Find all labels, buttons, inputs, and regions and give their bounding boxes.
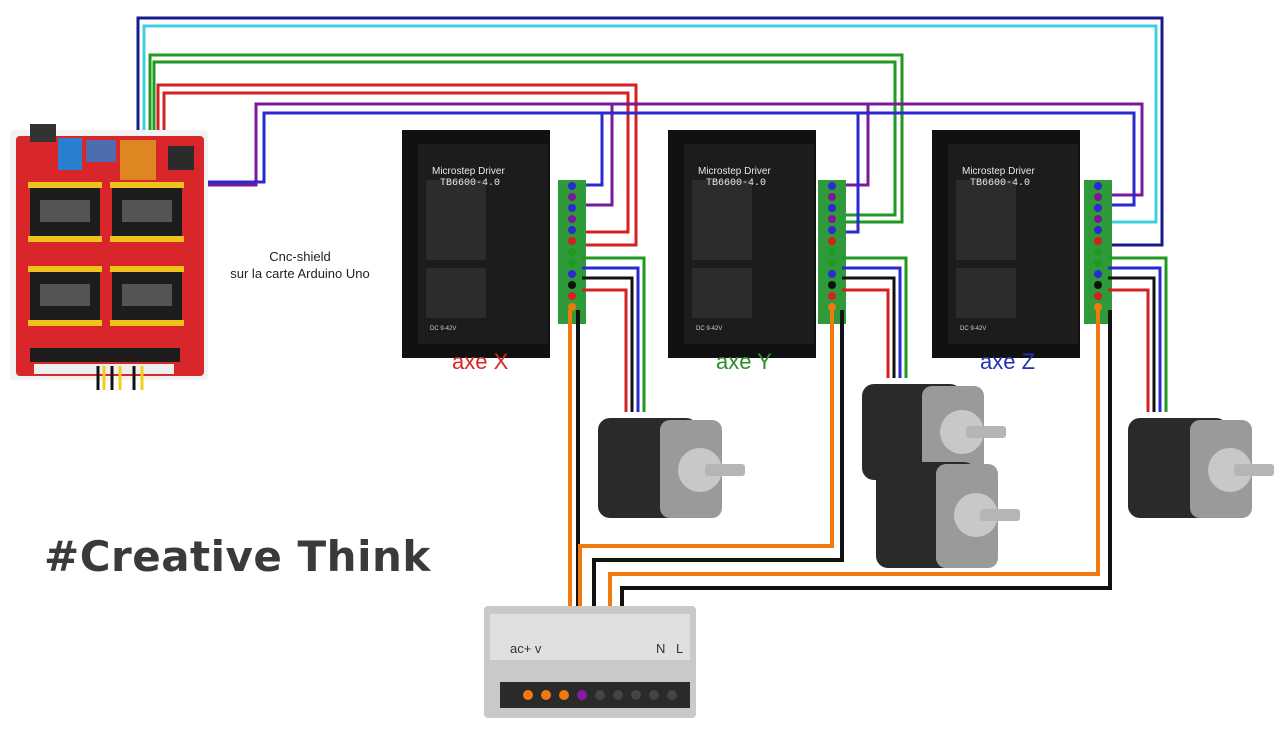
driver-terminal-dot [1094, 193, 1102, 201]
axis-label-z: axe Z [980, 349, 1036, 374]
driver-terminal-dot [828, 193, 836, 201]
shield-caption-line1: Cnc-shield [269, 249, 331, 264]
driver-terminal-dot [828, 259, 836, 267]
driver-terminal-dot [1094, 303, 1102, 311]
driver-terminal-dot [828, 182, 836, 190]
driver-terminal-dot [568, 248, 576, 256]
axis-label-y: axe Y [716, 349, 772, 374]
psu-terminal [577, 690, 587, 700]
driver-terminal-dot [828, 204, 836, 212]
driver-x [402, 130, 586, 358]
wire-green-2 [152, 60, 897, 217]
driver-terminal-dot [568, 226, 576, 234]
driver-terminal-dot [1094, 270, 1102, 278]
driver-terminal-dot [568, 215, 576, 223]
stepper-motor-x [598, 418, 745, 518]
driver-terminal-dot [1094, 248, 1102, 256]
psu-terminal [595, 690, 605, 700]
driver-terminal-dot [568, 281, 576, 289]
driver-terminal-dot [568, 204, 576, 212]
driver-y-model: TB6600-4.0 [706, 178, 767, 189]
shield-caption: Cnc-shield sur la carte Arduino Uno [200, 248, 400, 282]
psu-left-label: ac+ v [510, 641, 542, 656]
driver-z [932, 130, 1112, 358]
driver-terminal-dot [828, 215, 836, 223]
stepper-motor-z [1128, 418, 1274, 518]
driver-y-vcc: DC 9-42V [696, 326, 723, 332]
wire-purple-3 [256, 102, 614, 207]
driver-terminal-dot [568, 270, 576, 278]
wire-blue-3 [264, 111, 604, 187]
driver-terminal-dot [1094, 215, 1102, 223]
driver-terminal-dot [568, 182, 576, 190]
driver-terminal-dot [568, 292, 576, 300]
wire-red [156, 83, 638, 247]
driver-terminal-dot [568, 259, 576, 267]
driver-terminal-dot [828, 270, 836, 278]
stepper-motor-y1 [862, 384, 1006, 480]
psu-terminal [613, 690, 623, 700]
driver-terminal-dot [828, 237, 836, 245]
cnc-shield-board [10, 124, 208, 380]
driver-terminal-dot [568, 237, 576, 245]
wire-cyan [142, 24, 1158, 224]
psu-terminal [523, 690, 533, 700]
psu-terminal [667, 690, 677, 700]
driver-terminal-dot [1094, 204, 1102, 212]
signal-wires [136, 16, 1164, 247]
shield-endstop-wires [96, 366, 144, 390]
driver-x-model: TB6600-4.0 [440, 178, 501, 189]
power-supply [484, 606, 696, 718]
psu-terminal [541, 690, 551, 700]
driver-terminal-dot [1094, 226, 1102, 234]
motor-wires [582, 256, 1168, 412]
wire-green [148, 53, 904, 224]
driver-terminal-dot [828, 226, 836, 234]
driver-terminal-dot [1094, 259, 1102, 267]
wire-navy [136, 16, 1164, 247]
driver-y-title: Microstep Driver [698, 166, 771, 177]
shield-caption-line2: sur la carte Arduino Uno [230, 266, 370, 281]
driver-terminal-dot [828, 281, 836, 289]
psu-label-l: L [676, 641, 684, 656]
driver-terminal-dot [568, 193, 576, 201]
psu-terminal [559, 690, 569, 700]
driver-y [668, 130, 846, 358]
driver-x-vcc: DC 9-42V [430, 326, 457, 332]
driver-terminal-dot [1094, 237, 1102, 245]
driver-terminal-dot [828, 303, 836, 311]
driver-terminal-dot [828, 248, 836, 256]
brand-watermark: #Creative Think [44, 532, 431, 581]
driver-z-vcc: DC 9-42V [960, 326, 987, 332]
driver-terminal-dot [1094, 292, 1102, 300]
driver-terminals [568, 182, 1102, 311]
driver-terminal-dot [568, 303, 576, 311]
driver-z-model: TB6600-4.0 [970, 178, 1031, 189]
driver-terminal-dot [828, 292, 836, 300]
wire-red-2 [162, 91, 630, 234]
axis-label-x: axe X [452, 349, 509, 374]
driver-terminal-dot [1094, 182, 1102, 190]
driver-terminal-dot [1094, 281, 1102, 289]
driver-x-title: Microstep Driver [432, 166, 505, 177]
psu-terminal [649, 690, 659, 700]
psu-label-n: N [656, 641, 666, 656]
psu-terminal [631, 690, 641, 700]
stepper-motor-y2 [876, 462, 1020, 568]
driver-z-title: Microstep Driver [962, 166, 1035, 177]
